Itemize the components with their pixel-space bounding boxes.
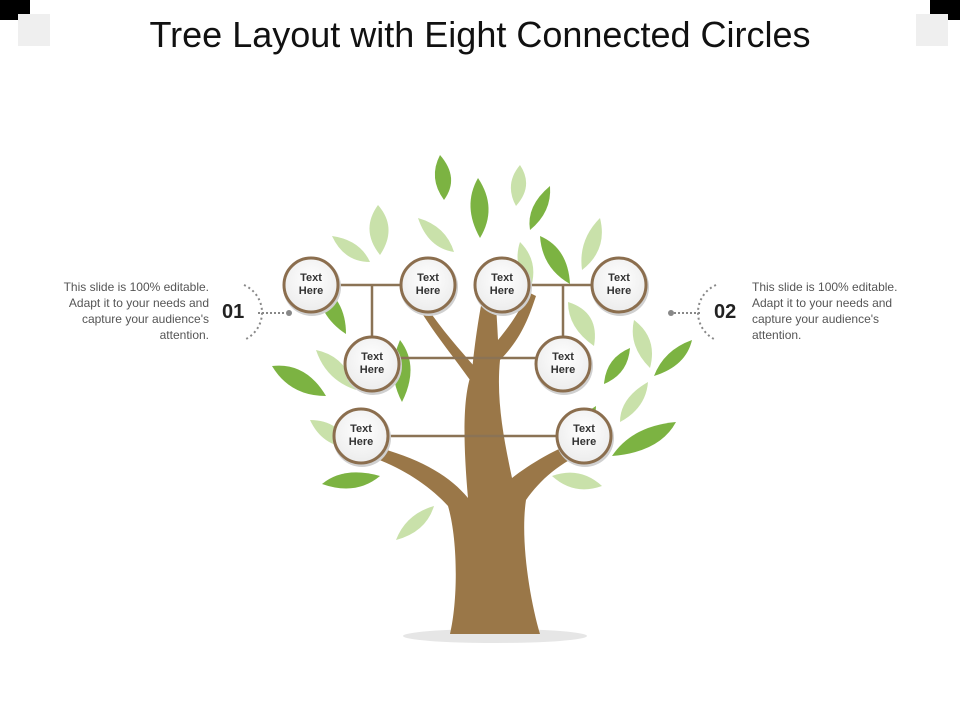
leaves-dark xyxy=(272,155,692,489)
leaf xyxy=(552,472,602,490)
text-circle-7 xyxy=(332,407,391,467)
slide-title: Tree Layout with Eight Connected Circles xyxy=(149,14,811,55)
text-circle-4 xyxy=(590,256,649,316)
leaf xyxy=(632,320,652,368)
tree-trunk xyxy=(368,262,590,634)
callout-left-connector xyxy=(243,284,292,341)
leaf xyxy=(272,365,326,396)
circle-label-1: Text Here xyxy=(298,272,324,297)
leaf xyxy=(529,186,551,230)
circle-label-8: Text Here xyxy=(571,423,597,448)
leaf xyxy=(470,178,489,238)
leaf xyxy=(581,218,602,270)
left-callout-number: 01 xyxy=(222,301,245,323)
leaf xyxy=(510,165,527,206)
text-circle-8 xyxy=(555,407,614,467)
circle-label-4: Text Here xyxy=(606,272,632,297)
leaf xyxy=(604,348,630,384)
leaf xyxy=(612,422,676,456)
right-callout-text: This slide is 100% editable. Adapt it to… xyxy=(752,280,898,342)
circle-label-5: Text Here xyxy=(359,351,385,376)
leaf xyxy=(434,155,452,200)
leaf xyxy=(654,340,692,376)
callout-right-connector xyxy=(668,284,717,341)
text-circle-5 xyxy=(343,335,402,395)
leaf xyxy=(418,218,454,252)
corner-square-top-left xyxy=(18,14,50,46)
corner-square-top-right xyxy=(916,14,948,46)
circle-label-6: Text Here xyxy=(550,351,576,376)
text-circle-6 xyxy=(534,335,593,395)
leaf xyxy=(396,506,434,540)
tree-shadow xyxy=(403,629,587,643)
leaf xyxy=(568,302,595,346)
circle-label-2: Text Here xyxy=(415,272,441,297)
leaf xyxy=(369,205,389,255)
leaf xyxy=(332,236,370,262)
circle-label-7: Text Here xyxy=(348,423,374,448)
left-callout-text: This slide is 100% editable. Adapt it to… xyxy=(63,280,209,342)
leaf xyxy=(540,236,570,284)
leaves-light xyxy=(310,165,652,540)
right-callout-number: 02 xyxy=(714,301,737,323)
text-circle-3 xyxy=(473,256,532,316)
leaf xyxy=(322,472,380,489)
leaf xyxy=(316,350,356,390)
circles xyxy=(282,256,649,467)
circle-label-3: Text Here xyxy=(489,272,515,297)
text-circle-2 xyxy=(399,256,458,316)
leaf xyxy=(620,382,648,422)
text-circle-1 xyxy=(282,256,341,316)
